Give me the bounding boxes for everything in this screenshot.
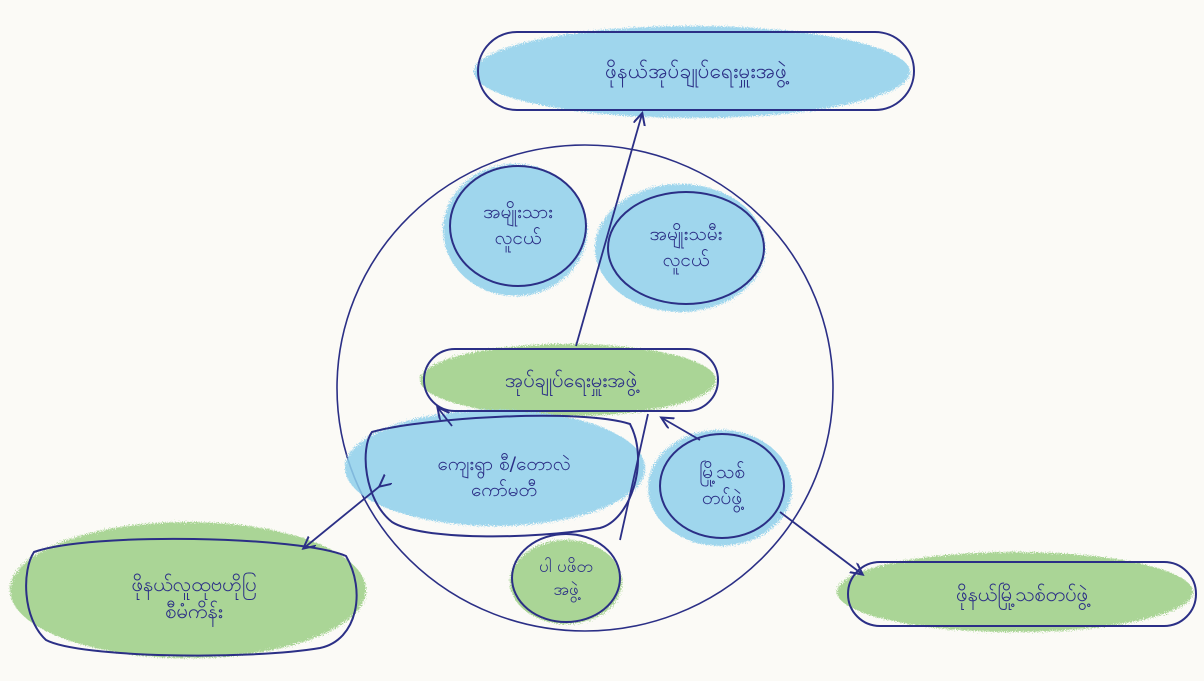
fill-top (474, 26, 910, 118)
outline-women (659, 433, 785, 539)
arrow-women-to-right (779, 511, 862, 574)
line-elder-to-center (619, 413, 649, 541)
outline-elder (511, 533, 621, 623)
outline-right (847, 561, 1197, 627)
fill-right (837, 552, 1193, 632)
outline-top (477, 31, 915, 111)
outline-center (423, 348, 719, 412)
arrow-center-to-top (575, 114, 642, 347)
fill-male (443, 164, 587, 296)
fill-center (420, 344, 716, 416)
outline-male (449, 165, 587, 287)
fill-village (345, 410, 645, 526)
community-circle (336, 144, 834, 632)
fill-left (10, 522, 366, 658)
arrow-village-to-center (438, 408, 453, 427)
fill-elder (510, 540, 622, 624)
outline-left (25, 537, 358, 657)
fill-women (648, 430, 792, 546)
fill-female (595, 184, 765, 312)
arrow-village-left (304, 486, 380, 548)
outline-female (607, 191, 765, 305)
arrow-women-to-center (662, 418, 701, 441)
